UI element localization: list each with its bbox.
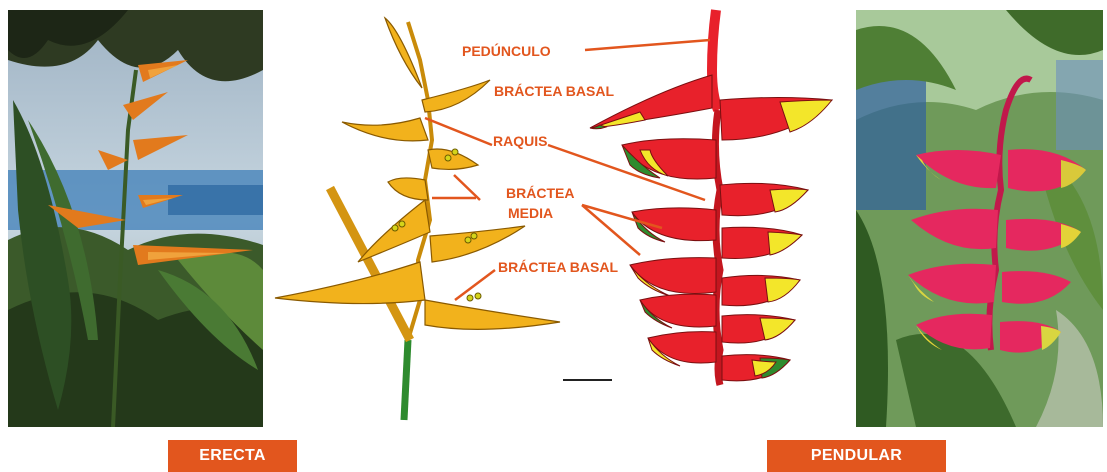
heliconia-inflorescence-diagram: PEDÚNCULO BRÁCTEA BASAL RAQUIS BRÁCTEA M… (265, 0, 845, 430)
label-basal-bract-bottom: BRÁCTEA BASAL (498, 259, 618, 275)
pendant-heliconia-photo (856, 10, 1103, 427)
label-middle-bract-2: MEDIA (508, 205, 553, 221)
erect-heliconia-photo (8, 10, 263, 427)
pendant-type-tag: PENDULAR (767, 440, 946, 472)
pendant-inflorescence (590, 10, 832, 385)
label-peduncle: PEDÚNCULO (462, 42, 551, 59)
label-basal-bract-top: BRÁCTEA BASAL (494, 83, 614, 99)
label-rachis: RAQUIS (493, 133, 547, 149)
erect-type-tag: ERECTA (168, 440, 297, 472)
label-middle-bract-1: BRÁCTEA (506, 185, 574, 201)
